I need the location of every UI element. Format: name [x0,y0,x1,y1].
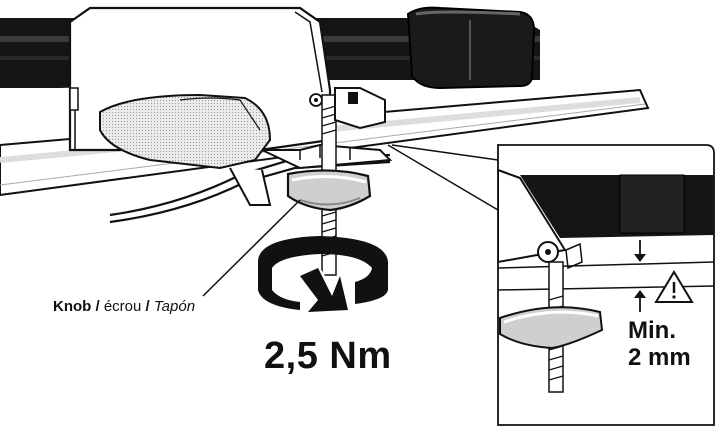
knob [286,169,372,212]
min-clearance-label: Min. 2 mm [628,317,691,371]
torque-value: 2,5 Nm [264,335,392,377]
knob-label-es: Tapón [153,298,196,315]
knob-label-en: Knob [53,298,92,315]
clockwise-rotation-arrow-icon [258,236,388,312]
zoom-callout-lines [387,144,499,211]
foot-housing [68,6,332,170]
label-separator: / [141,298,154,315]
detail-inset [497,144,715,426]
min-clearance-line1: Min. [628,317,676,344]
knob-leader-line [202,199,301,297]
warning-triangle-icon [654,270,694,303]
knob-label-fr: écrou [103,298,142,315]
label-separator: / [91,298,104,315]
min-clearance-line2: 2 mm [628,344,691,371]
knob-label: Knob / écrou / Tapón [53,298,195,315]
end-cap [406,6,536,90]
